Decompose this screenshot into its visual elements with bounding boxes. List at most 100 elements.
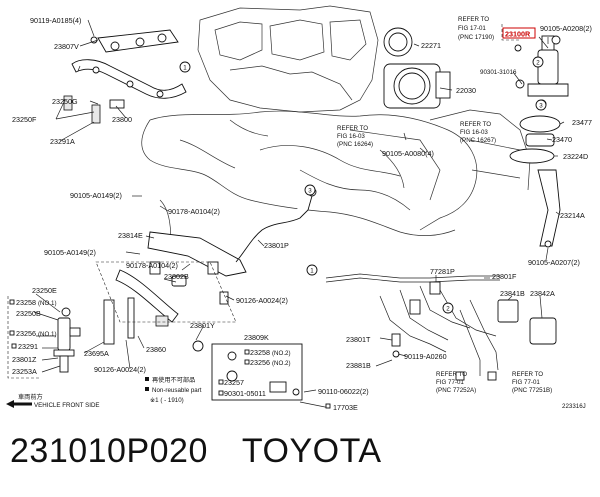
label-23250g: 23250G [52, 97, 78, 106]
pnc-77251b: (PNC 77251B) [512, 387, 552, 394]
callout-2-right: 2 [446, 306, 450, 313]
label-23291: 23291 [18, 342, 38, 351]
label-90105-a0149-top: 90105-A0149(2) [70, 191, 122, 200]
nonreuse-mark-2 [9, 330, 15, 336]
label-23800: 23800 [112, 115, 132, 124]
callout-1-bottom: 1 [310, 268, 314, 275]
label-23814e: 23814E [118, 231, 143, 240]
label-23695a: 23695A [84, 349, 109, 358]
part-labels: 90119-A0185(4) 23807V 23250G 23250F 2380… [9, 16, 592, 412]
tag-no2-23256: (NO.2) [272, 360, 291, 367]
fig-77-01-d: FIG 77-01 [436, 379, 464, 386]
nonreuse-mark-1 [9, 299, 15, 305]
label-90178-a0104-top: 90178-A0104(2) [168, 207, 220, 216]
label-23256-no1: 23256 [16, 329, 36, 338]
label-23842a: 23842A [530, 289, 555, 298]
label-23291a: 23291A [50, 137, 75, 146]
arrow-left-icon [6, 400, 32, 408]
label-90301-05011: 90301-05011 [224, 389, 266, 398]
callout-3-mid: 3 [308, 188, 312, 195]
label-23256-no2: 23256 [250, 358, 270, 367]
label-23224d: 23224D [563, 152, 588, 161]
refer-d: REFER TO [436, 371, 467, 378]
label-90105-a0149-mid: 90105-A0149(2) [44, 248, 96, 257]
leader-lines [33, 19, 565, 409]
label-22030: 22030 [456, 86, 476, 95]
pnc-16264: (PNC 16264) [337, 141, 373, 148]
engine-outline [141, 5, 531, 251]
part-number: 231010P020 [10, 432, 208, 470]
label-23250f: 23250F [12, 115, 37, 124]
nonreuse-mark-3 [11, 343, 17, 349]
label-23250b: 23250B [16, 309, 41, 318]
label-23100r: 23100R [505, 30, 531, 39]
refer-c: REFER TO [460, 121, 491, 128]
label-90105-a0080: 90105-A0080(4) [382, 149, 434, 158]
label-23250e: 23250E [32, 286, 57, 295]
callout-1-top: 1 [183, 65, 187, 72]
callout-3-top: 3 [539, 103, 543, 110]
fuel-pump-23100 [509, 35, 569, 164]
diagram-id: 223316J [562, 403, 586, 410]
injector-group [53, 307, 81, 373]
fig-77-01-e: FIG 77-01 [512, 379, 540, 386]
fuel-rail-upper [63, 29, 187, 124]
label-90119-a0185: 90119-A0185(4) [30, 16, 81, 25]
label-23807v: 23807V [54, 42, 79, 51]
fuel-pipe-23801f [325, 273, 557, 381]
legend-reuse-jp: 再使用不可部品 [152, 376, 195, 384]
dashed-groups [7, 24, 520, 379]
tag-no2-23258: (NO.2) [272, 350, 291, 357]
fig-16-03-c: FIG 16-03 [460, 129, 488, 136]
label-90301-31016: 90301-31016 [480, 69, 517, 76]
highlight-box [502, 27, 536, 39]
legend: 再使用不可部品 Non-reusable part ※1 ( - 1910) [145, 376, 202, 404]
throttle-body [383, 27, 451, 109]
tag-no1-23256: (NO.1) [38, 331, 57, 338]
nonreuse-mark-6 [218, 379, 224, 385]
nonreuse-mark-5 [244, 359, 250, 365]
legend-square-1 [145, 377, 149, 381]
fig-16-03-b: FIG 16-03 [337, 133, 365, 140]
sensor-cluster [192, 340, 303, 401]
label-23801t: 23801T [346, 335, 371, 344]
tag-no1-23258: (NO.1) [38, 300, 57, 307]
label-23214a: 23214A [560, 211, 585, 220]
label-23258-no2: 23258 [250, 348, 270, 357]
refer-a: REFER TO [458, 16, 489, 23]
label-23841b: 23841B [500, 289, 525, 298]
vehicle-front-en: VEHICLE FRONT SIDE [34, 402, 100, 409]
brand-name: TOYOTA [241, 432, 382, 470]
label-23881b: 23881B [346, 361, 371, 370]
label-90126-a0024-right: 90126-A0024(2) [236, 296, 288, 305]
fuel-rail-lower [103, 231, 247, 345]
fig-17-01: FIG 17-01 [458, 25, 486, 32]
bracket-23214a [537, 169, 561, 248]
refer-b: REFER TO [337, 125, 368, 132]
nonreuse-mark-7 [218, 390, 224, 396]
nonreuse-mark-4 [244, 349, 250, 355]
nonreuse-mark-8 [325, 403, 331, 409]
label-23470: 23470 [552, 135, 572, 144]
label-23802b: 23802B [164, 272, 189, 281]
label-90105-a0208: 90105-A0208(2) [540, 24, 592, 33]
label-23801y: 23801Y [190, 321, 215, 330]
label-17703e: 17703E [333, 403, 358, 412]
pnc-16267: (PNC 16267) [460, 137, 496, 144]
callout-2-top: 2 [536, 60, 540, 67]
label-90105-a0207: 90105-A0207(2) [528, 258, 580, 267]
label-90110-06022: 90110-06022(2) [318, 387, 369, 396]
label-23257: 23257 [224, 378, 244, 387]
label-23477: 23477 [572, 118, 592, 127]
label-90126-a0024-low: 90126-A0024(2) [94, 365, 146, 374]
label-23801f: 23801F [492, 272, 517, 281]
pnc-17190: (PNC 17190) [458, 34, 494, 41]
label-23809k: 23809K [244, 333, 269, 342]
vehicle-front-indicator: 車両前方 VEHICLE FRONT SIDE [6, 393, 100, 409]
legend-range: ※1 ( - 1910) [150, 397, 184, 404]
pnc-77252a: (PNC 77252A) [436, 387, 476, 394]
label-23801p: 23801P [264, 241, 289, 250]
label-77281p: 77281P [430, 267, 455, 276]
refer-e: REFER TO [512, 371, 543, 378]
label-23860: 23860 [146, 345, 166, 354]
